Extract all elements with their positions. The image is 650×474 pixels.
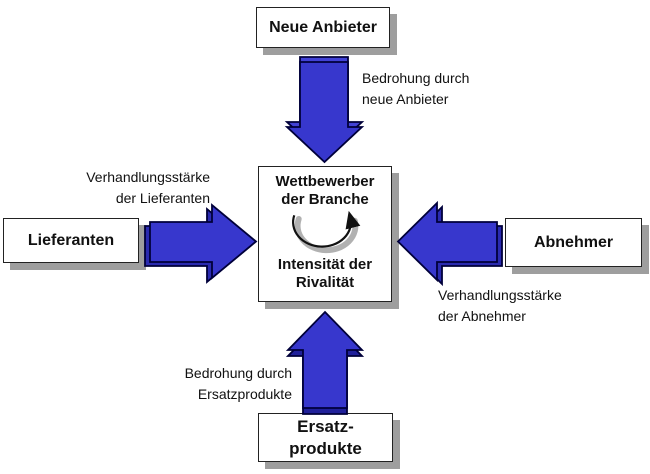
arrow-right-3d-edge <box>144 207 253 284</box>
arrow-up-icon <box>285 310 365 415</box>
rivalry-cycle-icon <box>292 210 361 254</box>
box-lieferanten-label: Lieferanten <box>27 231 115 249</box>
label-bedrohung-ersatzprodukte: Bedrohung durch Ersatzprodukte <box>184 365 292 402</box>
arrow-left-3d-edge <box>401 204 503 287</box>
arrow-up-body <box>285 310 365 409</box>
box-abnehmer: Abnehmer <box>505 218 642 267</box>
center-box-title: Wettbewerber der Branche <box>275 173 375 208</box>
arrow-left-body <box>396 200 498 283</box>
arrow-down-3d-edge <box>284 56 365 159</box>
box-neue-anbieter-label: Neue Anbieter <box>269 18 377 36</box>
arrow-down-icon <box>284 56 365 164</box>
curved-arrow-shadow <box>294 216 359 254</box>
box-neue-anbieter: Neue Anbieter <box>256 7 390 48</box>
label-bedrohung-neue-anbieter: Bedrohung durch neue Anbieter <box>362 70 470 107</box>
box-lieferanten: Lieferanten <box>3 218 139 263</box>
box-abnehmer-label: Abnehmer <box>533 233 614 251</box>
box-wettbewerber: Wettbewerber der Branche Intensität der … <box>258 166 392 302</box>
center-box-subtitle: Intensität der Rivalität <box>277 256 373 291</box>
arrow-down-body <box>284 61 365 164</box>
box-ersatzprodukte-label: Ersatz- produkte <box>289 416 362 458</box>
arrow-left-icon <box>396 200 503 287</box>
box-ersatzprodukte: Ersatz- produkte <box>258 413 393 462</box>
arrow-up-3d-edge <box>285 316 365 415</box>
arrow-right-body <box>149 203 258 280</box>
curved-arrow-icon <box>292 210 361 248</box>
label-verhandlungsstaerke-lieferanten: Verhandlungsstärke der Lieferanten <box>86 169 210 206</box>
label-verhandlungsstaerke-abnehmer: Verhandlungsstärke der Abnehmer <box>438 287 562 324</box>
arrow-right-icon <box>144 203 258 284</box>
